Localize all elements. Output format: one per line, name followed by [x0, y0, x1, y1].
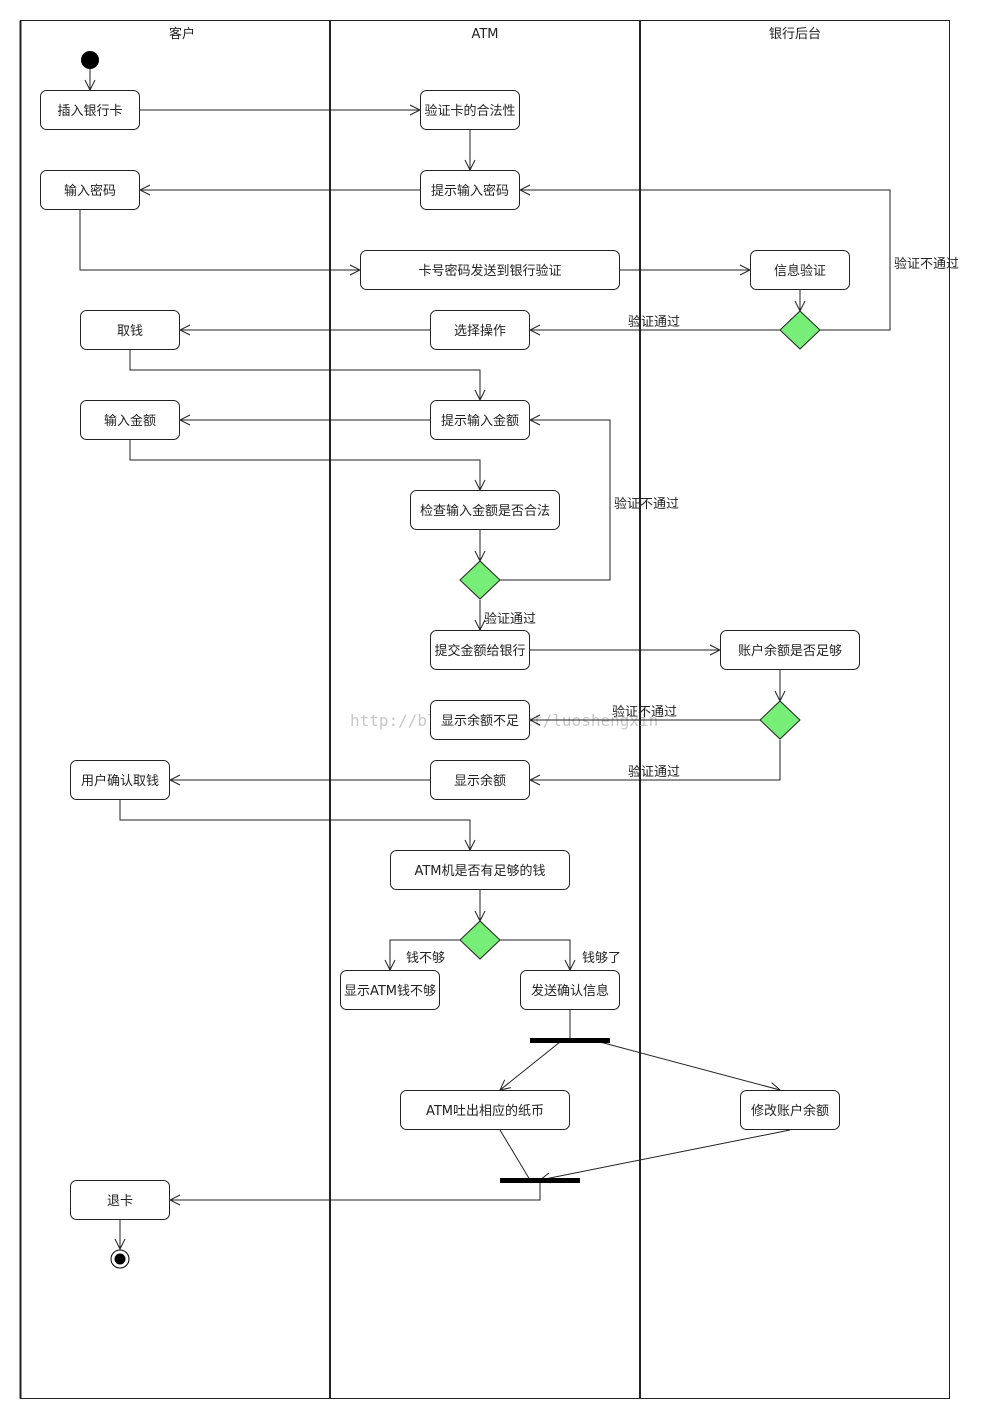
node-send-confirm: 发送确认信息	[520, 970, 620, 1010]
edge-fork-dispense	[500, 1041, 561, 1090]
edge-money-not-enough	[390, 939, 460, 970]
node-atm-no-money-label: 显示ATM钱不够	[344, 984, 436, 999]
decision-balance	[759, 700, 801, 740]
node-prompt-amount: 提示输入金额	[430, 400, 530, 440]
end-node-inner	[114, 1253, 126, 1265]
node-prompt-amount-label: 提示输入金额	[441, 413, 519, 429]
node-info-verify-label: 信息验证	[774, 263, 826, 279]
node-show-balance: 显示余额	[430, 760, 530, 800]
node-insert-card: 插入银行卡	[40, 90, 140, 130]
lane-title-bank: 银行后台	[769, 27, 821, 42]
label-amount-fail: 验证不通过	[614, 496, 679, 512]
edges	[79, 69, 891, 1249]
label-amount-pass: 验证通过	[484, 611, 536, 627]
edge-dispense-join	[499, 1129, 531, 1181]
node-check-amount-label: 检查输入金额是否合法	[420, 503, 550, 519]
node-send-to-bank-label: 卡号密码发送到银行验证	[418, 263, 561, 279]
node-info-verify: 信息验证	[750, 250, 850, 290]
node-submit-amount-label: 提交金额给银行	[434, 643, 525, 659]
edge-join-eject	[170, 1182, 541, 1200]
node-check-amount: 检查输入金额是否合法	[410, 490, 560, 530]
node-eject-card: 退卡	[70, 1180, 170, 1220]
label-balance-pass: 验证通过	[628, 764, 680, 780]
node-enter-amount-label: 输入金额	[104, 413, 156, 429]
edge-update-join	[540, 1129, 791, 1180]
fork-bar	[530, 1038, 610, 1043]
node-user-confirm-label: 用户确认取钱	[81, 773, 159, 789]
edge-pin-fail	[520, 190, 891, 331]
node-verify-card-label: 验证卡的合法性	[424, 103, 515, 119]
edge-withdraw-promptamount	[129, 350, 480, 400]
label-pin-fail: 验证不通过	[894, 256, 959, 272]
node-balance-enough-label: 账户余额是否足够	[738, 643, 842, 659]
node-select-operation: 选择操作	[430, 310, 530, 350]
node-enter-pin: 输入密码	[40, 170, 140, 210]
edge-enterpin-send	[79, 210, 360, 270]
node-dispense: ATM吐出相应的纸币	[400, 1090, 570, 1130]
label-money-enough: 钱够了	[582, 951, 621, 966]
node-select-operation-label: 选择操作	[454, 323, 506, 339]
node-balance-enough: 账户余额是否足够	[720, 630, 860, 670]
label-pin-pass: 验证通过	[628, 314, 680, 330]
node-show-insufficient-label: 显示余额不足	[441, 713, 519, 729]
node-prompt-pin: 提示输入密码	[420, 170, 520, 210]
edge-amount-fail	[500, 420, 611, 581]
node-send-to-bank: 卡号密码发送到银行验证	[360, 250, 620, 290]
node-atm-has-money: ATM机是否有足够的钱	[390, 850, 570, 890]
lane-title-customer: 客户	[169, 26, 195, 42]
edge-money-enough	[500, 939, 570, 970]
label-balance-fail: 验证不通过	[612, 704, 677, 720]
node-atm-no-money: 显示ATM钱不够	[340, 970, 440, 1010]
node-show-insufficient: 显示余额不足	[430, 700, 530, 740]
node-update-balance: 修改账户余额	[740, 1090, 840, 1130]
decision-pin	[779, 310, 821, 350]
edge-enteramount-check	[129, 440, 480, 490]
node-enter-pin-label: 输入密码	[64, 183, 116, 199]
start-node	[81, 51, 99, 69]
label-money-not-enough: 钱不够	[406, 951, 445, 966]
join-bar	[500, 1178, 580, 1183]
node-eject-card-label: 退卡	[107, 1194, 133, 1209]
node-dispense-label: ATM吐出相应的纸币	[426, 1103, 544, 1119]
edge-fork-update	[599, 1041, 780, 1090]
node-update-balance-label: 修改账户余额	[751, 1103, 829, 1119]
node-submit-amount: 提交金额给银行	[430, 630, 530, 670]
node-enter-amount: 输入金额	[80, 400, 180, 440]
node-withdraw-label: 取钱	[117, 324, 143, 339]
node-verify-card: 验证卡的合法性	[420, 90, 520, 130]
node-show-balance-label: 显示余额	[454, 773, 506, 789]
node-insert-card-label: 插入银行卡	[57, 104, 122, 119]
node-send-confirm-label: 发送确认信息	[531, 983, 609, 999]
decision-atm-money	[459, 920, 501, 960]
node-prompt-pin-label: 提示输入密码	[431, 183, 509, 199]
node-withdraw: 取钱	[80, 310, 180, 350]
lane-title-atm: ATM	[471, 27, 498, 42]
edge-confirm-atmcheck	[119, 800, 470, 850]
edge-balance-pass	[530, 740, 781, 780]
node-atm-has-money-label: ATM机是否有足够的钱	[414, 863, 545, 879]
node-user-confirm: 用户确认取钱	[70, 760, 170, 800]
decision-amount	[459, 560, 501, 600]
